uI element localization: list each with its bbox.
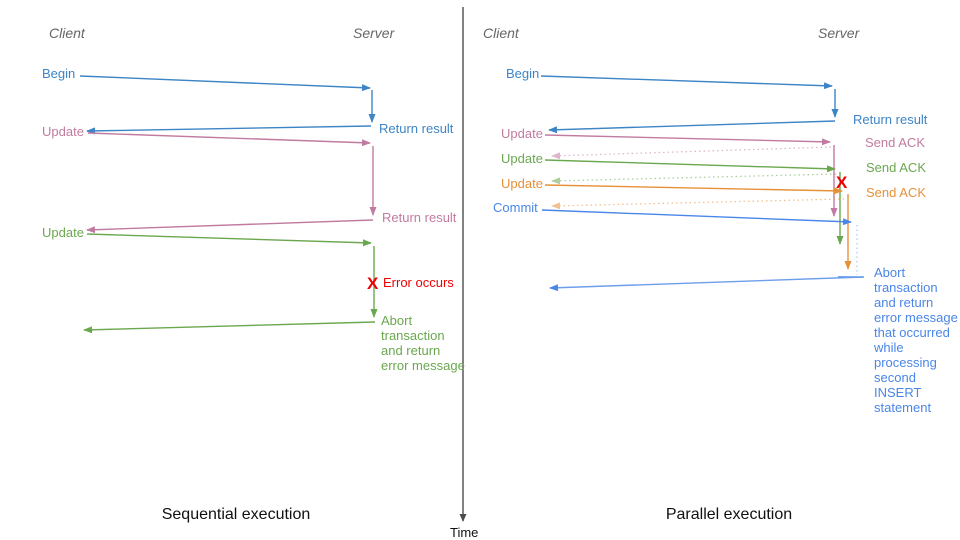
seq-update1-return-arrow	[86, 219, 374, 234]
par-begin-return-arrow	[548, 120, 836, 134]
seq-update2-label: Update	[42, 225, 84, 240]
par-update1-request-arrow	[544, 134, 831, 146]
par-update1-label: Update	[501, 126, 543, 141]
seq-begin-return-arrow	[86, 125, 372, 135]
seq-update1-return-label: Return result	[382, 210, 457, 225]
par-abort-text-line1: Abort	[874, 265, 905, 280]
seq-update1-label: Update	[42, 124, 84, 139]
par-abort-text-line8: second	[874, 370, 916, 385]
par-error-x-icon: X	[836, 173, 848, 192]
par-update3-ack-dotted-arrow	[551, 198, 845, 210]
par-update3-ack-label: Send ACK	[866, 185, 926, 200]
time-axis-label: Time	[450, 525, 478, 540]
time-axis: Time	[450, 7, 478, 540]
seq-begin-label: Begin	[42, 66, 75, 81]
par-update3-request-arrow	[544, 184, 843, 195]
seq-server-header: Server	[353, 25, 396, 41]
seq-client-header: Client	[49, 25, 86, 41]
par-commit-label: Commit	[493, 200, 538, 215]
seq-update2-request-arrow	[86, 233, 372, 247]
par-update2-label: Update	[501, 151, 543, 166]
seq-abort-text-line1: Abort	[381, 313, 412, 328]
par-server-header: Server	[818, 25, 861, 41]
sequential-title: Sequential execution	[162, 506, 311, 523]
par-begin-return-label: Return result	[853, 112, 928, 127]
parallel-panel: Client Server Begin Return result Update…	[483, 25, 958, 523]
seq-error-x-icon: X	[367, 274, 379, 293]
par-abort-text-line9: INSERT	[874, 385, 921, 400]
seq-abort-text-line3: and return	[381, 343, 440, 358]
par-commit-request-arrow	[541, 209, 852, 226]
parallel-title: Parallel execution	[666, 506, 792, 523]
par-abort-text-line10: statement	[874, 400, 931, 415]
par-abort-text-line4: error message	[874, 310, 958, 325]
par-update1-ack-dotted-arrow	[551, 146, 832, 160]
par-begin-request-arrow	[540, 75, 833, 90]
seq-begin-request-arrow	[79, 75, 371, 92]
par-begin-label: Begin	[506, 66, 539, 81]
par-update2-ack-dotted-arrow	[551, 173, 837, 185]
seq-abort-text-line2: transaction	[381, 328, 445, 343]
par-abort-text-line6: while	[873, 340, 904, 355]
par-abort-text-line7: processing	[874, 355, 937, 370]
seq-begin-return-label: Return result	[379, 121, 454, 136]
par-abort-text-line3: and return	[874, 295, 933, 310]
seq-abort-return-arrow	[83, 321, 376, 334]
par-abort-return-arrow	[549, 276, 865, 292]
par-abort-text-line2: transaction	[874, 280, 938, 295]
par-update2-ack-label: Send ACK	[866, 160, 926, 175]
par-update3-label: Update	[501, 176, 543, 191]
par-update2-request-arrow	[544, 159, 836, 173]
seq-abort-text-line4: error message	[381, 358, 465, 373]
par-client-header: Client	[483, 25, 520, 41]
par-abort-text-line5: that occurred	[874, 325, 950, 340]
par-update1-ack-label: Send ACK	[865, 135, 925, 150]
seq-error-label: Error occurs	[383, 275, 454, 290]
sequential-panel: Client Server Begin Return result Update…	[42, 25, 465, 523]
seq-update1-request-arrow	[87, 132, 371, 147]
